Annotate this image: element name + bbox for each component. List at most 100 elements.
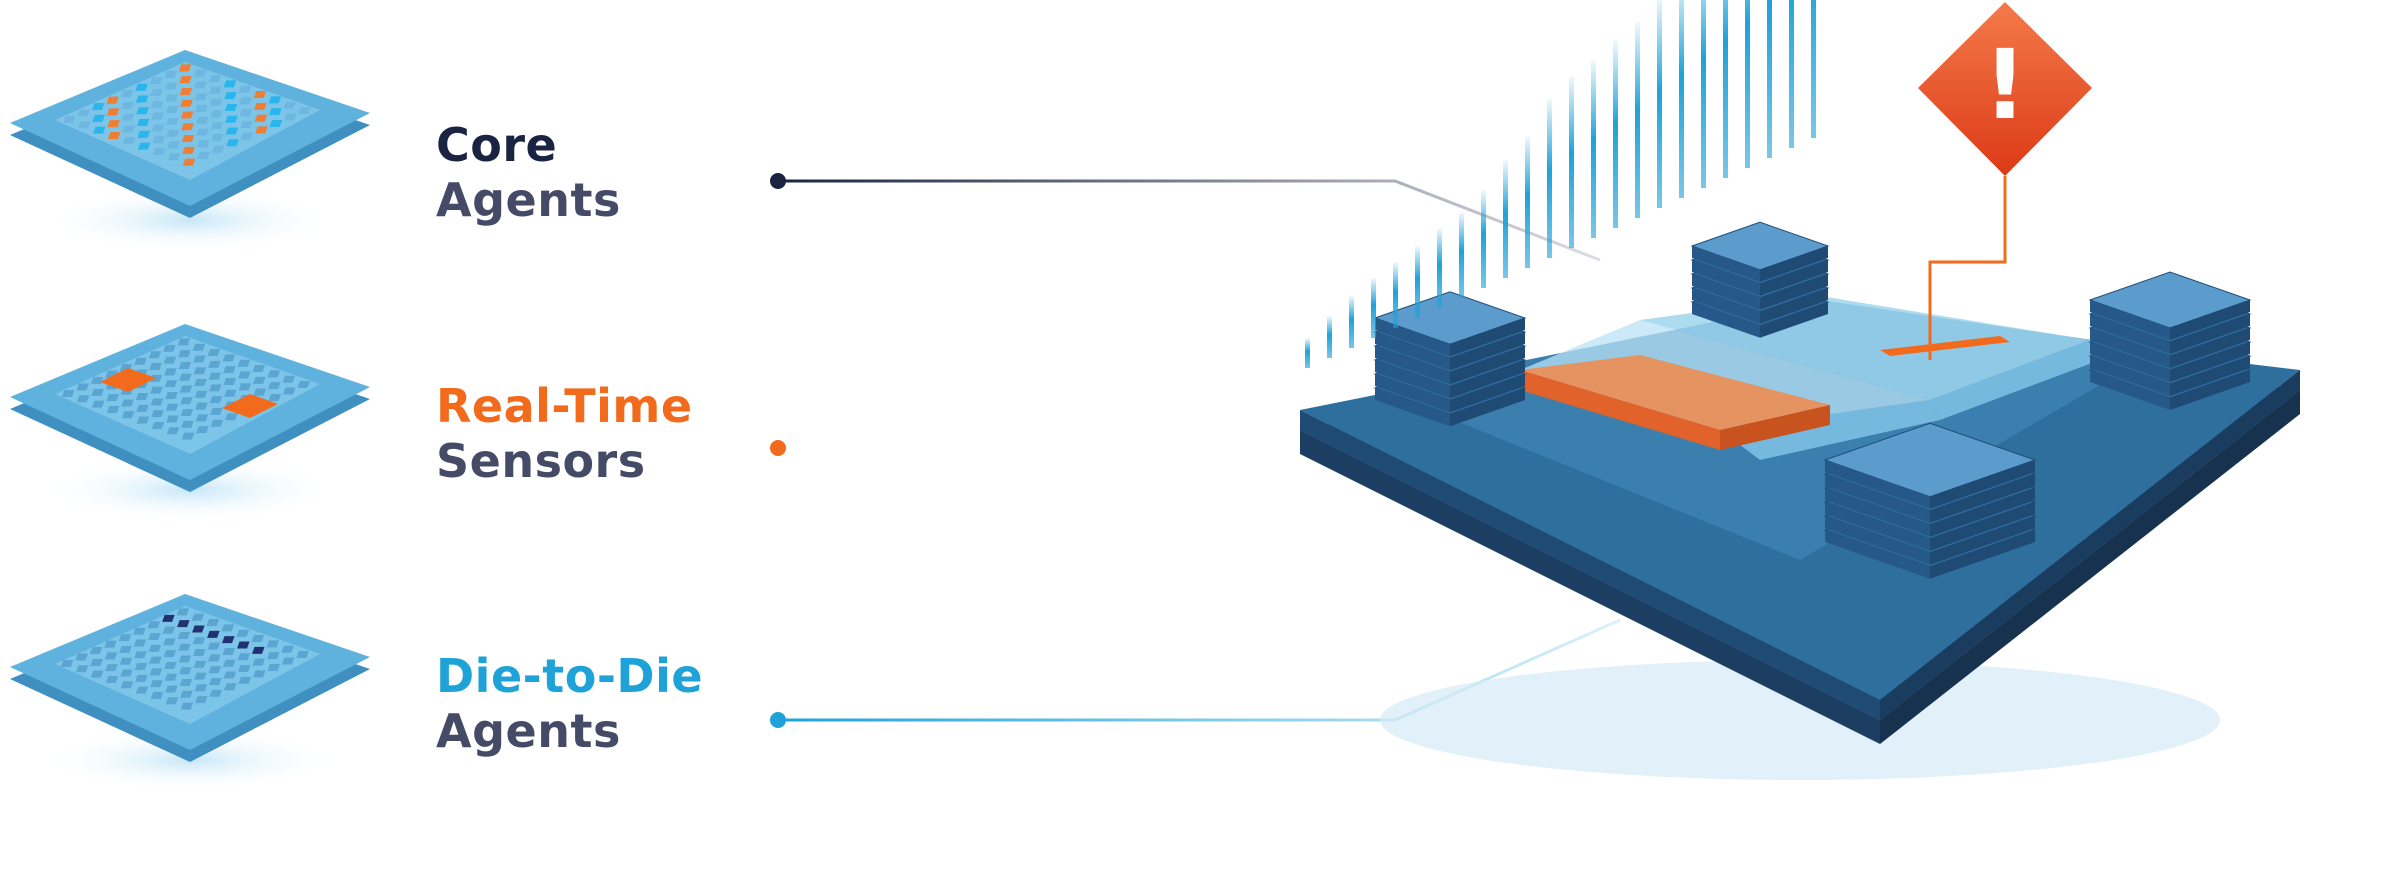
chip-grid-cell: [253, 376, 266, 384]
chip-grid-cell: [149, 656, 162, 664]
chip-grid-cell: [162, 626, 176, 634]
chip-grid-cell: [239, 97, 252, 105]
sensor-bar: [1767, 0, 1772, 158]
chip-grid-cell: [207, 642, 221, 650]
memory-stack-side: [1760, 246, 1828, 282]
chip-grid-cell: [254, 102, 267, 110]
chip-grid-cell: [151, 124, 165, 132]
chip-grid-cell: [148, 351, 162, 359]
memory-stack-side: [1930, 460, 2035, 509]
chip-grid-cell: [136, 119, 150, 127]
chip-grid-cell: [122, 137, 136, 145]
chip-grid-cell: [61, 389, 75, 397]
chip-grid-cell: [165, 697, 179, 705]
chip-grid-cell: [104, 652, 118, 660]
chip-grid-cell: [209, 677, 222, 685]
memory-stack-side: [1375, 360, 1450, 399]
chip-grid-cell: [281, 645, 294, 653]
chip-grid-cell: [266, 640, 279, 648]
memory-stack-side: [1825, 516, 1930, 565]
sensor-bar: [1481, 190, 1486, 288]
chip-grid-cell: [178, 64, 192, 72]
chip-grid-cell: [150, 680, 163, 688]
connector-line-core: [770, 173, 1601, 262]
memory-stack-side: [1760, 288, 1828, 324]
chip-grid-cell: [135, 95, 149, 103]
chip-grid-cell: [166, 129, 180, 137]
memory-stack-side: [1825, 460, 1930, 509]
chip-grid-cell: [236, 641, 250, 649]
chip-grid-cell: [240, 132, 254, 140]
sensor-bar: [1371, 278, 1376, 338]
chip-grid-cell: [151, 410, 164, 418]
sensor-bar: [1723, 0, 1728, 178]
chip-grid-cell: [181, 123, 194, 131]
chip-grid-cell: [269, 108, 282, 116]
chip-grid-cell: [269, 119, 283, 127]
chip-grid-cell: [209, 396, 223, 404]
chip-grid-cell: [238, 371, 251, 379]
memory-stack-side: [2090, 328, 2170, 368]
chip-grid-cell: [223, 659, 236, 667]
chip-grid-cell: [149, 77, 163, 85]
memory-stack-side: [2090, 342, 2170, 382]
chip-grid-cell: [180, 99, 193, 107]
chip-grid-cell: [206, 619, 220, 627]
label-title-die-to-die: Die-to-Die: [436, 649, 704, 703]
chip-grid-cell: [147, 621, 161, 629]
label-subtitle-agents: Agents: [436, 173, 621, 227]
label-subtitle-agents-2: Agents: [436, 704, 621, 758]
chip-grid-cell: [122, 125, 135, 133]
chip-grid-cell: [194, 379, 207, 387]
memory-stack-side: [1692, 302, 1760, 338]
chip-grid-cell: [267, 663, 281, 671]
sensor-bar: [1657, 0, 1662, 208]
chip-grid-cell: [119, 645, 132, 653]
chip-grid-cell: [106, 108, 120, 116]
chip-grid-cell: [178, 361, 192, 369]
chip-grid-cell: [148, 644, 162, 652]
chip-grid-cell: [178, 643, 191, 651]
chip-grid-cell: [121, 411, 135, 419]
memory-stack-side: [1450, 374, 1525, 413]
chip-grid-cell: [167, 153, 181, 161]
memory-stack-side: [2170, 300, 2250, 340]
chip-grid-cell: [181, 432, 195, 440]
chip-grid-cell: [207, 349, 221, 357]
chip-grid-cell: [179, 679, 193, 687]
chip-grid-cell: [163, 356, 177, 364]
chip-grid-cell: [89, 647, 103, 655]
chip-package-illustration: !: [1300, 0, 2300, 780]
chip-grid-cell: [208, 666, 222, 674]
chip-grid-cell: [238, 85, 252, 93]
chip-grid-cell: [195, 696, 208, 704]
memory-stack-side: [1375, 374, 1450, 413]
chip-grid-cell: [121, 101, 134, 109]
chip-grid-cell: [196, 140, 210, 148]
chip-grid-cell: [136, 416, 150, 424]
label-real-time-sensors: Real-Time Sensors: [436, 383, 693, 484]
chip-grid-cell: [106, 96, 119, 104]
chip-grid-cell: [162, 614, 175, 622]
memory-stack-side: [1450, 332, 1525, 371]
memory-stack-side: [2090, 370, 2170, 410]
sensor-bar: [1327, 316, 1332, 358]
chip-grid-cell: [192, 343, 206, 351]
chip-grid-cell: [75, 665, 89, 673]
chip-grid-cell: [164, 70, 177, 78]
chip-grid-cell: [222, 636, 235, 644]
chip-grid-cell: [91, 388, 104, 396]
chip-grid-cell: [118, 634, 132, 642]
chip-grid-cell: [150, 89, 163, 97]
chip-grid-cell: [148, 633, 161, 641]
chip-grid-cell: [296, 651, 309, 659]
sensor-bar: [1459, 212, 1464, 298]
chip-grid-cell: [136, 404, 149, 412]
die-to-die-agents-chip-icon: [10, 594, 370, 792]
chip-grid-cell: [195, 116, 209, 124]
chip-grid-cell: [251, 646, 265, 654]
chip-grid-cell: [266, 652, 280, 660]
chip-grid-cell: [90, 658, 103, 666]
chip-grid-cell: [121, 113, 135, 121]
core-agents-chip-icon: [10, 50, 370, 252]
